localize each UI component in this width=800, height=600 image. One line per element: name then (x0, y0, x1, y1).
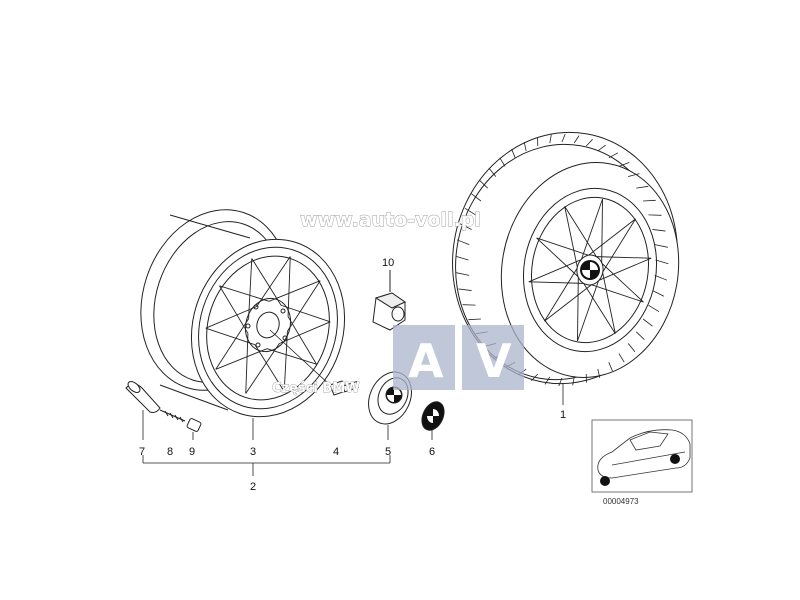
thumbnail-code: 00004973 (603, 497, 639, 506)
watermark-logo-box-a (393, 325, 455, 390)
callout-7: 7 (139, 446, 145, 458)
callout-8: 8 (167, 446, 173, 458)
callout-10: 10 (382, 257, 394, 269)
valve-cap-drawing (186, 418, 202, 432)
thumbnail-wheel-marker (670, 454, 680, 464)
car-silhouette (597, 429, 691, 479)
valve-insert-drawing (159, 409, 186, 423)
watermark: A V www.auto-voll.pl Części BMW (272, 209, 524, 396)
callout-1: 1 (560, 409, 566, 421)
emblem-drawing (421, 401, 445, 431)
callout-9: 9 (189, 446, 195, 458)
callout-4: 4 (333, 446, 339, 458)
callout-5: 5 (385, 446, 391, 458)
leader-lines (142, 329, 564, 476)
watermark-letter-a: A (408, 334, 444, 388)
lock-nut-drawing (372, 270, 407, 331)
thumbnail-wheel-marker (600, 476, 610, 486)
wheel-bolt-drawing (329, 380, 359, 396)
callout-3: 3 (250, 446, 256, 458)
valve-drawing (125, 381, 161, 413)
callout-2: 2 (250, 481, 256, 493)
rim-drawing (140, 209, 346, 418)
watermark-letter-v: V (476, 334, 512, 388)
watermark-subtitle: Części BMW (272, 381, 360, 396)
watermark-url: www.auto-voll.pl (300, 209, 481, 231)
wheel-emblem (580, 260, 600, 280)
callout-6: 6 (429, 446, 435, 458)
watermark-logo-box-v (462, 325, 524, 390)
car-thumbnail: 00004973 (591, 419, 693, 506)
